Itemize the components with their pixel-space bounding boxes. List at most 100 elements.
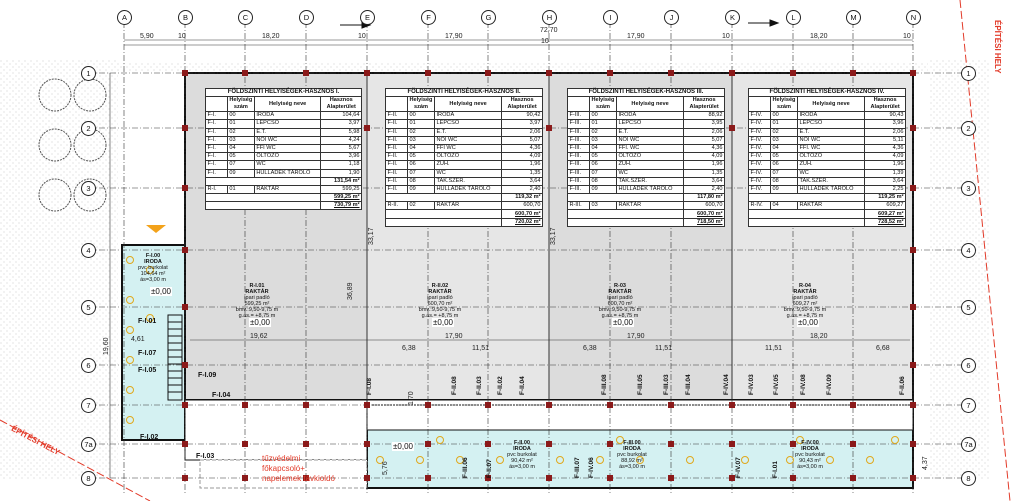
- site-landscape-left: [0, 60, 118, 480]
- row-prefix: F-IV.: [748, 160, 771, 170]
- structural-column: [485, 402, 491, 408]
- dimension: 6,38: [402, 345, 416, 352]
- structural-column: [607, 475, 613, 481]
- structural-column: [790, 475, 796, 481]
- structural-column: [303, 441, 309, 447]
- office-name: IRODA: [801, 446, 819, 452]
- row-number: 08: [588, 176, 617, 186]
- row-area: 3,97: [320, 119, 362, 129]
- row-prefix: F-I.: [205, 143, 228, 154]
- row-prefix: F-I.: [205, 168, 228, 178]
- grid-row-marker: 5: [81, 300, 96, 315]
- storage-gas: g.as.= +8,75 m: [421, 313, 459, 319]
- structural-column: [910, 125, 916, 131]
- row-area: 1,18: [320, 160, 362, 170]
- structural-column: [425, 441, 431, 447]
- row-prefix: F-III.: [567, 160, 590, 170]
- table-header-area: Hasznos Alapterület: [683, 96, 725, 113]
- row-area: 5,98: [320, 127, 362, 137]
- row-prefix: R-I.: [205, 184, 228, 195]
- level-label: ±0,00: [612, 318, 634, 327]
- chair-icon: [686, 456, 694, 464]
- room-label: F-IV.04: [723, 374, 730, 395]
- dimension: 6,68: [876, 345, 890, 352]
- structural-column: [729, 402, 735, 408]
- storage-name: RAKTÁR: [608, 289, 632, 295]
- dimension: 17,90: [445, 33, 463, 40]
- row-number: 04: [226, 143, 255, 154]
- row-name: ZUH.: [433, 160, 503, 170]
- row-name: WC: [796, 168, 866, 178]
- row-number: 01: [406, 119, 435, 129]
- row-name: NŐI WC: [615, 135, 685, 145]
- room-label: F-I.05: [138, 367, 157, 374]
- row-area: 2,40: [683, 184, 725, 195]
- structural-column: [790, 70, 796, 76]
- storage-floor: ipari padló: [427, 295, 453, 301]
- structural-column: [790, 402, 796, 408]
- dimension: 10: [722, 33, 730, 40]
- row-name: LÉPCSŐ: [796, 119, 866, 129]
- storage-area: 609,27 m²: [792, 301, 818, 307]
- row-name: ZUH.: [615, 160, 685, 170]
- table-header-name: Helyiség neve: [615, 96, 685, 113]
- table-header-number: Helyiség szám: [406, 96, 435, 113]
- room-label: F-II.08: [451, 376, 458, 395]
- structural-column: [546, 475, 552, 481]
- row-name: FFI WC: [253, 143, 322, 154]
- dimension: 5,76: [382, 461, 389, 475]
- office-area: 104,64 m²: [140, 271, 166, 277]
- dimension: 33,17: [550, 227, 557, 245]
- room-label: F-IV.08: [800, 374, 807, 395]
- chair-icon: [126, 386, 134, 394]
- chair-icon: [126, 256, 134, 264]
- structural-column: [303, 475, 309, 481]
- storage-name: RAKTÁR: [793, 289, 817, 295]
- structural-column: [242, 441, 248, 447]
- grid-row-marker: 7: [961, 398, 976, 413]
- grid-row-marker: 7a: [81, 437, 96, 452]
- dimension: 11,51: [655, 345, 672, 352]
- row-name: IRODA: [796, 111, 866, 121]
- room-table-iv: FÖLDSZINTI HELYISÉGEK-HASZNOS IV.Helyisé…: [747, 87, 906, 227]
- grand-total: 728,52 m²: [864, 217, 906, 227]
- structural-column: [668, 441, 674, 447]
- grid-row-marker: 8: [81, 471, 96, 486]
- row-prefix: F-IV.: [748, 152, 771, 162]
- storage-code: R-I.01: [249, 283, 265, 289]
- row-area: 90,43: [864, 111, 906, 121]
- row-number: 04: [769, 201, 798, 211]
- grid-column-marker: I: [603, 10, 618, 25]
- row-area: 1,96: [683, 160, 725, 170]
- row-number: 08: [769, 176, 798, 186]
- chair-icon: [146, 266, 154, 274]
- chair-icon: [796, 436, 804, 444]
- level-label: ±0,00: [150, 287, 172, 296]
- grid-column-marker: B: [178, 10, 193, 25]
- chair-icon: [436, 436, 444, 444]
- office-height: ás=3,00 m: [140, 277, 166, 283]
- structural-column: [182, 475, 188, 481]
- chair-icon: [636, 456, 644, 464]
- room-label: F-III.04: [685, 374, 692, 395]
- row-number: 07: [769, 168, 798, 178]
- room-label: F-II.06: [899, 376, 906, 395]
- grand-total: 730,79 m²: [320, 201, 362, 211]
- row-area: 2,06: [683, 127, 725, 137]
- row-name: RAKTÁR: [615, 201, 685, 211]
- structural-column: [668, 402, 674, 408]
